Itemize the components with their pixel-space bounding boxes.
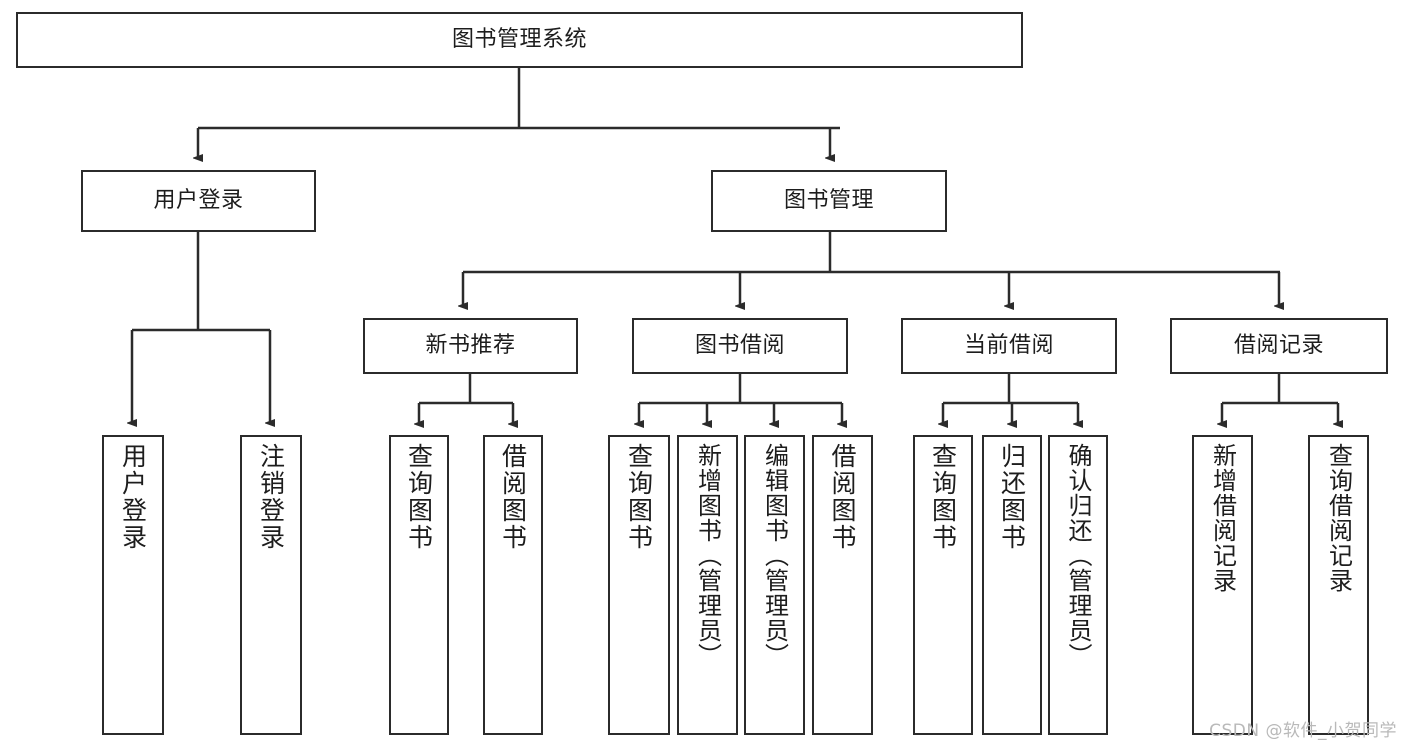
edge-borrow-record-to-leaves <box>1222 374 1338 424</box>
node-new-book-rec-label: 新书推荐 <box>425 333 516 359</box>
node-leaf-user-login-label: 用户登录 <box>118 443 148 551</box>
edge-user-login-to-leaves <box>132 232 270 423</box>
node-user-login[interactable]: 用户登录 <box>81 170 316 232</box>
node-leaf-query-book-2-label: 查询图书 <box>624 443 654 551</box>
node-leaf-confirm-return[interactable]: 确认归还（管理员） <box>1048 435 1108 735</box>
node-book-borrow-label: 图书借阅 <box>694 333 785 359</box>
node-book-borrow[interactable]: 图书借阅 <box>632 318 848 374</box>
node-leaf-add-book[interactable]: 新增图书（管理员） <box>677 435 738 735</box>
edge-book-manage-to-level3 <box>463 232 1280 306</box>
node-leaf-query-book-2[interactable]: 查询图书 <box>608 435 670 735</box>
node-leaf-query-book-3[interactable]: 查询图书 <box>913 435 973 735</box>
node-current-borrow[interactable]: 当前借阅 <box>901 318 1117 374</box>
node-leaf-confirm-return-label: 确认归还（管理员） <box>1064 443 1092 668</box>
node-leaf-add-record-label: 新增借阅记录 <box>1208 443 1237 593</box>
node-leaf-query-book-1[interactable]: 查询图书 <box>389 435 449 735</box>
node-book-manage[interactable]: 图书管理 <box>711 170 947 232</box>
node-leaf-add-record[interactable]: 新增借阅记录 <box>1192 435 1253 735</box>
edge-root-to-level2 <box>198 68 840 158</box>
node-leaf-add-book-label: 新增图书（管理员） <box>693 443 722 668</box>
node-leaf-borrow-book-1[interactable]: 借阅图书 <box>483 435 543 735</box>
node-borrow-record[interactable]: 借阅记录 <box>1170 318 1388 374</box>
node-borrow-record-label: 借阅记录 <box>1233 333 1324 359</box>
node-root[interactable]: 图书管理系统 <box>16 12 1023 68</box>
edge-new-book-rec-to-leaves <box>419 374 513 424</box>
edge-book-borrow-to-leaves <box>639 374 842 424</box>
node-current-borrow-label: 当前借阅 <box>963 333 1054 359</box>
edge-current-borrow-to-leaves <box>943 374 1078 424</box>
node-root-label: 图书管理系统 <box>451 27 587 53</box>
node-user-login-label: 用户登录 <box>153 188 244 214</box>
node-leaf-edit-book[interactable]: 编辑图书（管理员） <box>744 435 805 735</box>
node-leaf-logout[interactable]: 注销登录 <box>240 435 302 735</box>
node-leaf-logout-label: 注销登录 <box>256 443 286 551</box>
node-leaf-return-book[interactable]: 归还图书 <box>982 435 1042 735</box>
node-leaf-edit-book-label: 编辑图书（管理员） <box>760 443 789 668</box>
node-leaf-query-record[interactable]: 查询借阅记录 <box>1308 435 1369 735</box>
node-leaf-user-login[interactable]: 用户登录 <box>102 435 164 735</box>
node-leaf-borrow-book-2-label: 借阅图书 <box>828 443 857 551</box>
node-leaf-borrow-book-1-label: 借阅图书 <box>498 443 528 551</box>
watermark-text: CSDN @软件_小贺同学 <box>1209 721 1397 741</box>
node-new-book-rec[interactable]: 新书推荐 <box>363 318 578 374</box>
node-leaf-return-book-label: 归还图书 <box>997 443 1027 551</box>
node-leaf-query-book-3-label: 查询图书 <box>928 443 958 551</box>
node-leaf-borrow-book-2[interactable]: 借阅图书 <box>812 435 873 735</box>
node-leaf-query-book-1-label: 查询图书 <box>404 443 434 551</box>
node-book-manage-label: 图书管理 <box>783 188 874 214</box>
node-leaf-query-record-label: 查询借阅记录 <box>1324 443 1353 593</box>
